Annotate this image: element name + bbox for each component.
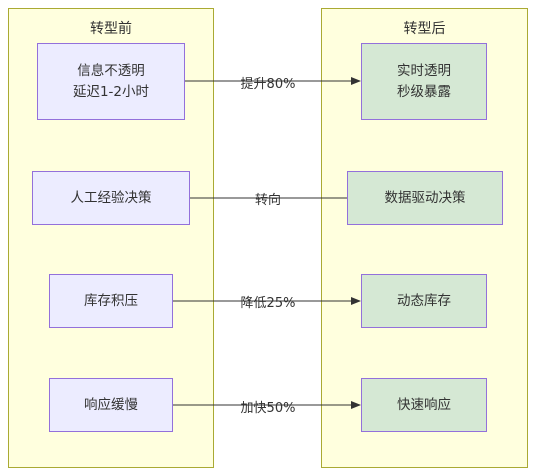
node-fast-response-label: 快速响应 xyxy=(397,396,451,413)
node-manual-decision: 人工经验决策 xyxy=(32,171,190,225)
edge-label-decision: 转向 xyxy=(254,193,282,208)
node-realtime-transparent: 实时透明 秒级暴露 xyxy=(361,43,487,120)
node-info-opaque-line2: 延迟1-2小时 xyxy=(72,83,150,100)
node-realtime-transparent-line2: 秒级暴露 xyxy=(397,83,451,100)
node-dynamic-inventory: 动态库存 xyxy=(361,274,487,328)
node-fast-response: 快速响应 xyxy=(361,378,487,432)
node-inventory-backlog: 库存积压 xyxy=(49,274,173,328)
node-realtime-transparent-line1: 实时透明 xyxy=(397,62,451,79)
edge-label-response: 加快50% xyxy=(240,401,296,416)
after-panel-title: 转型后 xyxy=(403,21,446,37)
node-data-driven: 数据驱动决策 xyxy=(347,171,503,225)
node-slow-response-label: 响应缓慢 xyxy=(84,396,138,413)
node-manual-decision-label: 人工经验决策 xyxy=(70,189,152,206)
node-info-opaque-line1: 信息不透明 xyxy=(77,62,145,79)
node-data-driven-label: 数据驱动决策 xyxy=(384,189,466,206)
node-inventory-backlog-label: 库存积压 xyxy=(84,292,138,309)
edge-label-info: 提升80% xyxy=(240,77,296,92)
node-slow-response: 响应缓慢 xyxy=(49,378,173,432)
node-info-opaque: 信息不透明 延迟1-2小时 xyxy=(37,43,185,120)
node-dynamic-inventory-label: 动态库存 xyxy=(397,292,451,309)
edge-label-inventory: 降低25% xyxy=(240,296,296,311)
before-panel-title: 转型前 xyxy=(90,21,132,37)
